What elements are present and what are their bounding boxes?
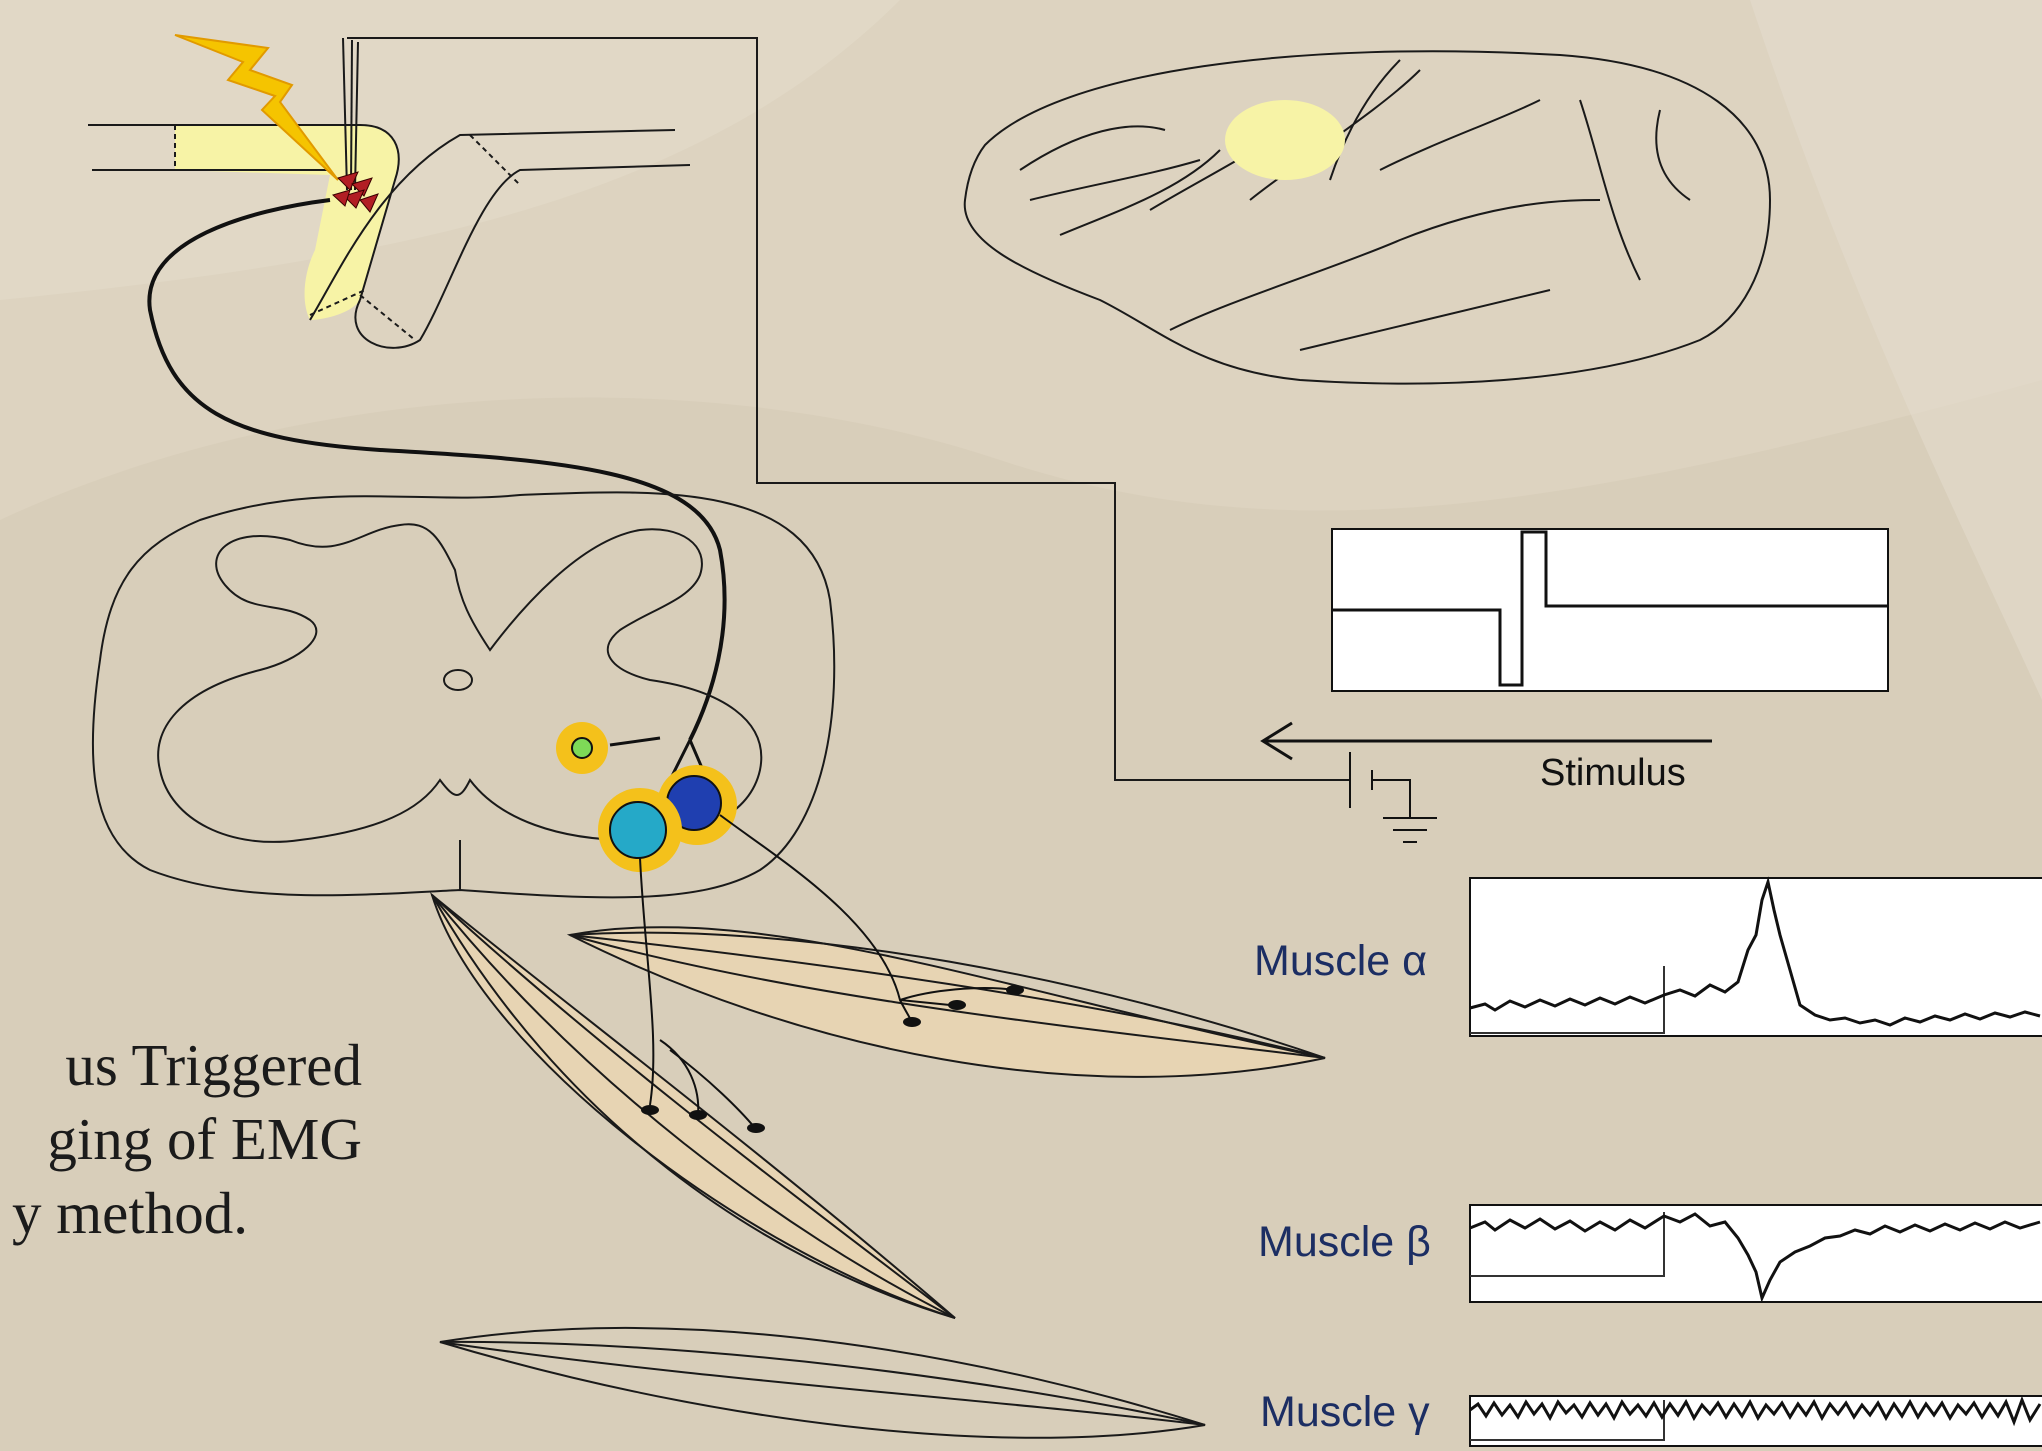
motoneuron-beta xyxy=(610,802,666,858)
caption-line-3: y method. xyxy=(0,1176,362,1250)
stimulus-label: Stimulus xyxy=(1540,752,1686,795)
stimulus-pulse-box xyxy=(1332,529,1888,691)
emg-trace-alpha xyxy=(1470,878,2042,1036)
muscle-alpha xyxy=(570,927,1325,1077)
muscle-gamma xyxy=(440,1328,1205,1438)
emg-trace-gamma xyxy=(1470,1396,2042,1446)
spinal-interneurons xyxy=(556,722,737,872)
trace-label-gamma: Muscle γ xyxy=(1260,1388,1430,1437)
caption-text: us Triggered ging of EMG y method. xyxy=(0,1028,362,1250)
trace-label-alpha: Muscle α xyxy=(1254,937,1427,986)
ground-symbol-icon xyxy=(1350,752,1437,842)
stimulating-electrode xyxy=(343,38,1350,780)
motor-cortex-highlight xyxy=(1225,100,1345,180)
cortex-slice xyxy=(88,125,690,348)
caption-line-1: us Triggered xyxy=(0,1028,362,1102)
corticospinal-axon xyxy=(149,200,724,740)
muscles xyxy=(432,895,1325,1438)
spinal-cord-section xyxy=(93,492,834,897)
emg-trace-beta xyxy=(1470,1205,2042,1302)
interneuron xyxy=(572,738,592,758)
trace-label-beta: Muscle β xyxy=(1258,1218,1431,1267)
caption-line-2: ging of EMG xyxy=(0,1102,362,1176)
brain-outline xyxy=(965,51,1770,383)
